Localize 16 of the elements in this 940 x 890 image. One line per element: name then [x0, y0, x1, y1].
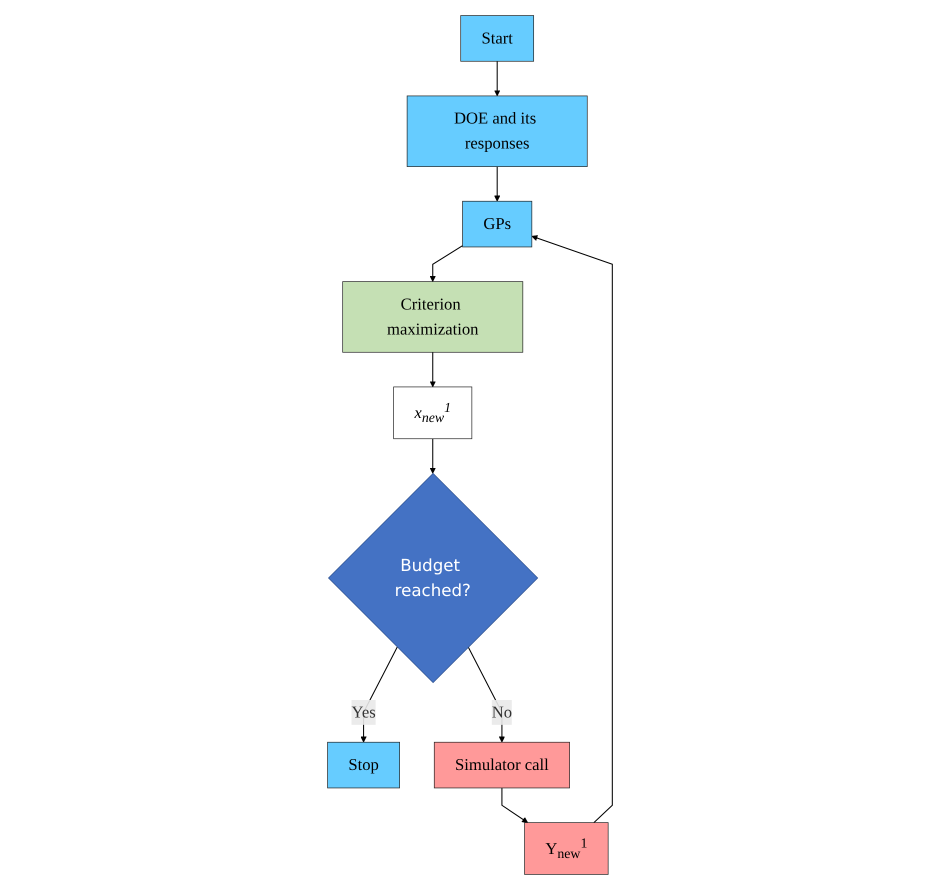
arrow — [430, 438, 436, 474]
arrow — [494, 166, 500, 202]
node-box: Start — [460, 15, 534, 62]
node-box: DOE and its responses — [406, 96, 588, 167]
node-box: GPs — [462, 200, 532, 248]
arrow — [430, 352, 436, 388]
arrow — [532, 235, 613, 823]
arrow — [494, 61, 500, 96]
edge-label: Yes — [352, 703, 376, 722]
node-diamond: Budget reached? — [328, 472, 538, 684]
node-box: Stop — [327, 742, 400, 788]
arrow — [430, 245, 463, 282]
node-box: Simulator call — [434, 742, 570, 788]
edge-label: No — [492, 703, 512, 722]
node-box: Criterion maximization — [342, 281, 524, 353]
arrow — [501, 788, 528, 823]
